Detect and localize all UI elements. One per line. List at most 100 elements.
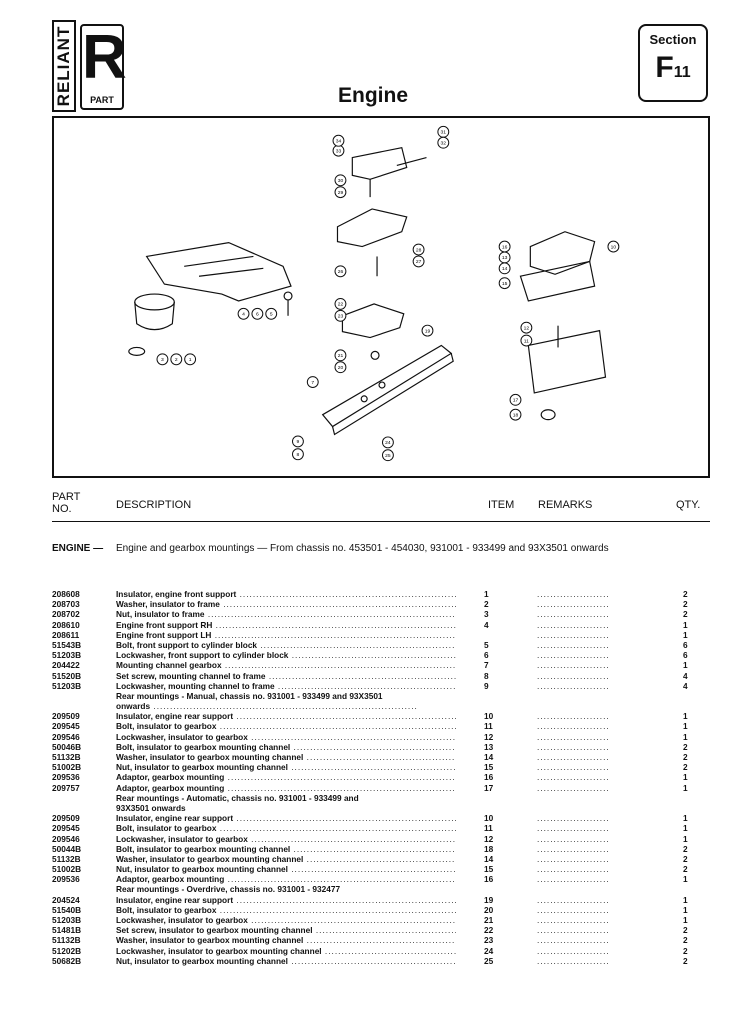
part-description-text: Nut, insulator to gearbox mounting chann…: [116, 762, 288, 773]
quantity: 2: [683, 955, 688, 966]
part-description-text: Washer, insulator to gearbox mounting ch…: [116, 752, 304, 762]
quantity: 1: [683, 823, 688, 834]
part-description: Bolt, insulator to gearbox .............…: [116, 823, 456, 833]
header-part-no: PART NO.: [52, 491, 81, 515]
leader-dots: ........................................…: [227, 874, 456, 885]
callout-label: 2: [175, 357, 178, 363]
leader-dots: ........................................…: [291, 864, 456, 875]
callout-circle: [381, 436, 394, 449]
part-description-text: Mounting channel gearbox: [116, 660, 222, 671]
part-description: Mounting channel gearbox ...............…: [116, 660, 456, 670]
intro-text: Engine and gearbox mountings — From chas…: [116, 543, 609, 554]
part-description: Insulator, engine rear support .........…: [116, 711, 456, 721]
part-number: 208611: [52, 629, 80, 640]
callout-label: 22: [338, 302, 344, 308]
quantity: 1: [683, 772, 688, 783]
table-header: PART NO. DESCRIPTION ITEM REMARKS QTY.: [0, 491, 730, 521]
quantity: 1: [683, 629, 688, 640]
leader-dots: ........................................…: [251, 731, 456, 742]
callout-label: 7: [311, 380, 314, 386]
part-number: 209536: [52, 772, 80, 783]
part-description-text: Insulator, engine rear support: [116, 894, 234, 905]
callout-circle: [237, 307, 250, 320]
callout-circle: [421, 324, 434, 337]
callout-circle: [520, 321, 533, 334]
part-description-text: Lockwasher, insulator to gearbox: [116, 915, 248, 925]
item-number: 24: [484, 945, 494, 956]
leader-dots: ........................................…: [291, 762, 456, 773]
remarks-dots: ......................: [537, 894, 610, 905]
part-number: 51543B: [52, 639, 82, 650]
part-description-text: Nut, insulator to gearbox mounting chann…: [116, 955, 288, 966]
front-insulator-top: [134, 293, 175, 311]
part-description: Lockwasher, insulator to gearbox .......…: [116, 915, 456, 925]
callout-label: 3: [161, 357, 164, 363]
remarks-dots: ......................: [537, 782, 610, 793]
remarks-dots: ......................: [537, 680, 610, 691]
leader-dots: ........................................…: [293, 741, 456, 752]
callout-label: 31: [441, 130, 447, 136]
part-number: 51132B: [52, 935, 81, 946]
callout-label: 30: [338, 178, 344, 184]
part-number: 209536: [52, 874, 80, 885]
callout-label: 16: [502, 244, 508, 250]
section-badge: Section F11: [638, 24, 708, 102]
section-code: F11: [640, 51, 706, 90]
quantity: 1: [683, 874, 688, 885]
part-description: Nut, insulator to frame ................…: [116, 609, 456, 619]
remarks-dots: ......................: [537, 925, 610, 936]
item-number: 18: [484, 843, 494, 854]
remarks-dots: ......................: [537, 619, 610, 630]
part-description-text: Insulator, engine rear support: [116, 711, 234, 722]
callout-label: 26: [338, 269, 344, 275]
part-description-text: Lockwasher, insulator to gearbox mountin…: [116, 945, 322, 956]
callout-label: 9: [297, 439, 300, 445]
leader-dots: ........................................…: [219, 721, 456, 732]
logo-letter: R: [82, 23, 127, 92]
leader-dots: ........................................…: [150, 701, 418, 712]
leader-dots: ........................................…: [306, 935, 456, 946]
item-number: 9: [484, 680, 489, 691]
part-description-text: Adaptor, gearbox mounting: [116, 772, 225, 783]
quantity: 4: [683, 670, 688, 681]
callout-circle: [334, 309, 347, 322]
remarks-dots: ......................: [537, 874, 610, 885]
callout-circle: [437, 136, 450, 149]
quantity: 4: [683, 680, 688, 691]
callout-circle: [291, 435, 304, 448]
part-description: Washer, insulator to frame .............…: [116, 599, 456, 609]
item-number: 11: [484, 823, 493, 834]
part-description: Bolt, insulator to gearbox .............…: [116, 721, 456, 731]
quantity: 2: [683, 752, 688, 762]
remarks-dots: ......................: [537, 935, 610, 946]
quantity: 2: [683, 945, 688, 956]
upper-bracket-detail: [369, 156, 427, 198]
quantity: 2: [683, 935, 688, 946]
callout-circle: [334, 174, 347, 187]
remarks-dots: ......................: [537, 762, 610, 773]
remarks-dots: ......................: [537, 772, 610, 783]
front-insulator-body: [134, 301, 175, 331]
leader-dots: ........................................…: [223, 599, 456, 610]
callout-circle: [291, 448, 304, 461]
part-description-text: Set screw, insulator to gearbox mounting…: [116, 925, 313, 936]
part-description-text: Nut, insulator to frame: [116, 609, 205, 620]
callout-circle: [412, 243, 425, 256]
callout-label: 5: [270, 312, 273, 318]
table-row: 209536 Adaptor, gearbox mounting ........…: [0, 772, 730, 782]
part-description: Set screw, mounting channel to frame ...…: [116, 671, 456, 681]
part-description-text: Washer, insulator to gearbox mounting ch…: [116, 935, 304, 946]
part-number: 51203B: [52, 680, 82, 691]
part-description-text: Bolt, insulator to gearbox: [116, 721, 217, 732]
part-description: Bolt, insulator to gearbox .............…: [116, 905, 456, 915]
part-number: 204524: [52, 894, 80, 905]
